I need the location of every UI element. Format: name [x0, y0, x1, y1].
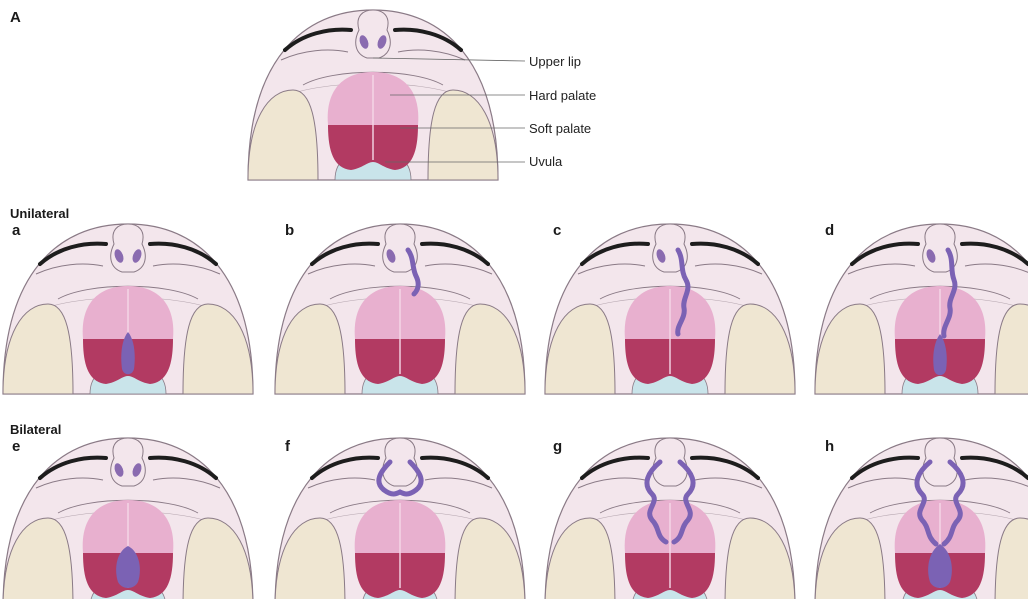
head-b: [275, 224, 525, 394]
head-f: [275, 438, 525, 599]
head-c: [545, 224, 795, 394]
head-g: [545, 438, 795, 599]
head-a: [3, 224, 253, 394]
head-e: [3, 438, 253, 599]
head-h: [815, 438, 1028, 599]
head-d: [815, 224, 1028, 394]
